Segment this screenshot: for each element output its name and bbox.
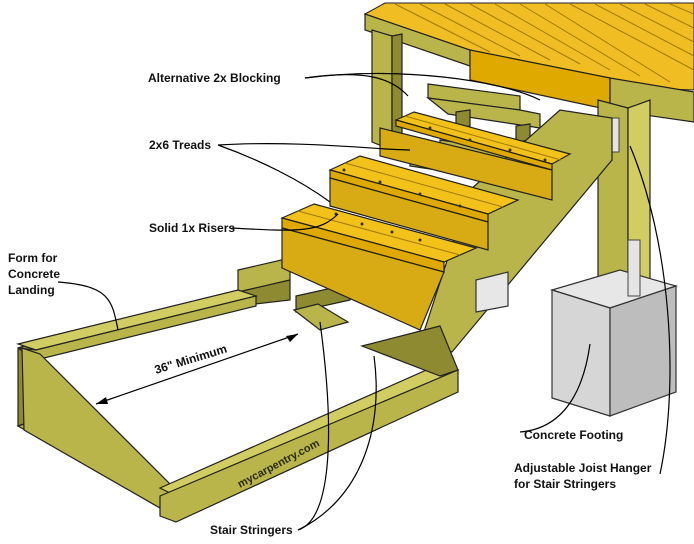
tread-top: [394, 111, 572, 171]
label-risers: Solid 1x Risers: [149, 221, 235, 235]
label-treads: 2x6 Treads: [149, 138, 211, 152]
label-footing: Concrete Footing: [524, 428, 623, 442]
minimum-dimension: [95, 333, 299, 405]
nail-heads: [334, 126, 547, 242]
label-form-line1: Form for: [8, 251, 58, 265]
label-stringers: Stair Stringers: [210, 523, 293, 537]
riser-bottom: [281, 227, 445, 331]
stair-base-block: [475, 271, 509, 313]
label-form-line2: Concrete: [8, 267, 60, 281]
label-form-line3: Landing: [8, 283, 55, 297]
leader-lines: [57, 72, 671, 531]
landing-form: [15, 289, 460, 523]
deck: [363, 2, 694, 123]
riser-middle: [329, 177, 489, 251]
label-blocking: Alternative 2x Blocking: [148, 71, 281, 85]
stringer-left: [237, 257, 291, 307]
label-hanger-line2: for Stair Stringers: [514, 477, 616, 491]
riser-upper: [379, 127, 553, 201]
concrete-footing: [549, 269, 679, 417]
label-hanger-line1: Adjustable Joist Hanger: [514, 461, 652, 475]
